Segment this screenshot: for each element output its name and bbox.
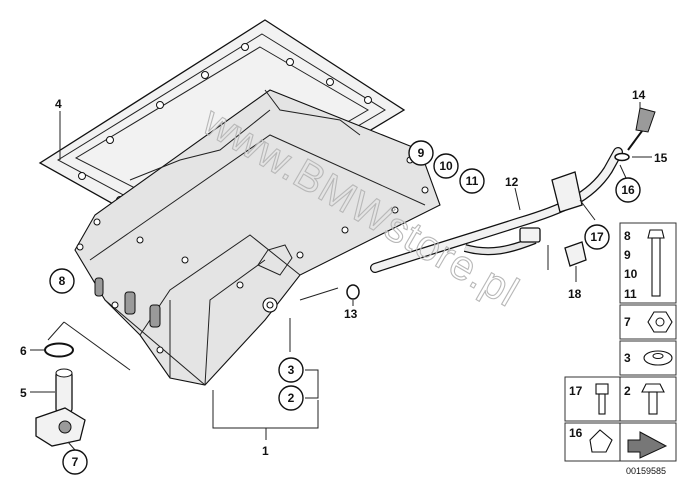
callout-13: 13 [344,307,358,321]
callout-2: 2 [288,391,295,405]
callout-17: 17 [590,230,604,244]
callout-5: 5 [20,386,27,400]
callout-3: 3 [288,363,295,377]
legend-row-16[interactable]: 16 [564,422,677,462]
callout-labels: 4 12 14 15 13 18 6 5 1 [20,88,668,458]
oil-level-sensor-part-5[interactable] [35,368,86,447]
callout-9: 9 [418,146,425,160]
legend-panel: 8 9 10 11 7 3 17 2 [564,222,677,476]
legend-3: 3 [624,351,631,365]
arrow-icon [627,431,668,459]
circled-callout-texts: 8 7 3 2 9 10 11 17 16 [59,146,635,469]
clip-part-18[interactable] [564,241,587,267]
legend-7: 7 [624,315,631,329]
legend-10: 10 [624,267,638,281]
legend-16: 16 [569,426,583,440]
sealing-ring-part-6[interactable] [44,342,74,358]
legend-9: 9 [624,248,631,262]
callout-12: 12 [505,175,519,189]
circled-callouts [49,140,641,475]
callout-4: 4 [55,97,62,111]
dipstick-part-14[interactable] [627,107,656,151]
legend-row-nut[interactable]: 7 [619,304,677,340]
o-ring-part-15[interactable] [614,152,630,162]
legend-17: 17 [569,384,583,398]
callout-10: 10 [439,159,453,173]
callout-15: 15 [654,151,668,165]
callout-18: 18 [568,287,582,301]
oil-pan-part-1[interactable] [74,89,441,386]
gasket-ring-part-13[interactable] [346,284,360,300]
callout-1: 1 [262,444,269,458]
legend-11: 11 [624,287,637,301]
callout-14: 14 [632,88,646,102]
callout-8: 8 [59,274,66,288]
legend-2: 2 [624,384,631,398]
legend-row-bolts[interactable]: 8 9 10 11 [619,222,677,304]
legend-row-washer[interactable]: 3 [619,340,677,376]
callout-7: 7 [72,455,79,469]
legend-8: 8 [624,229,631,243]
legend-row-17-2[interactable]: 17 2 [564,376,677,422]
reference-number: 00159585 [626,466,666,476]
callout-16: 16 [621,183,635,197]
guide-tube-part-12[interactable] [370,147,623,273]
callout-6: 6 [20,344,27,358]
callout-11: 11 [466,174,479,188]
